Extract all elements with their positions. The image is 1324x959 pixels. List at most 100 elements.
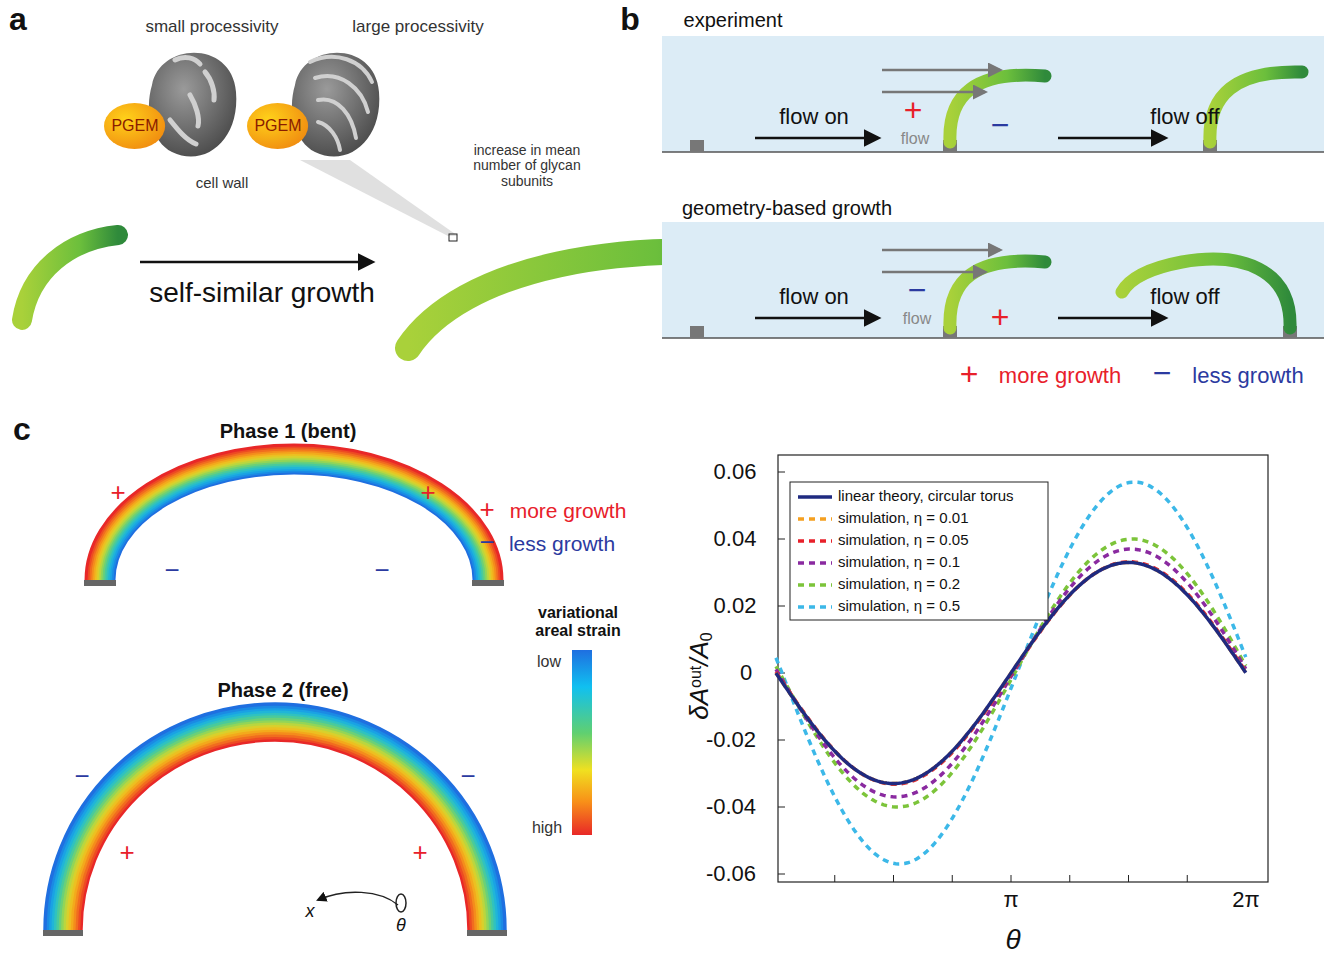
enzyme-ellipse: PGEM (103, 102, 166, 150)
strain-band (88, 447, 500, 580)
enzyme-label: PGEM (111, 117, 158, 135)
growth-arrow (140, 261, 372, 264)
figure-label: flow on (779, 285, 849, 309)
figure-label: − (1153, 356, 1172, 391)
x-tick (834, 875, 835, 882)
x-tick (893, 875, 894, 882)
figure-label: + (960, 357, 979, 392)
water (662, 36, 1324, 152)
clamp (467, 930, 507, 936)
water (662, 222, 1324, 338)
figure-label: more growth (999, 364, 1121, 388)
figure-label: 0 (740, 661, 752, 685)
figure-label: + (110, 478, 125, 507)
strain-band (92, 451, 497, 580)
legend-text: linear theory, circular torus (838, 488, 1014, 505)
strain-band (52, 711, 498, 930)
strain-band (90, 449, 499, 580)
figure-label: flow on (779, 105, 849, 129)
figure-label: x (306, 902, 315, 922)
figure-label: -0.02 (706, 728, 756, 752)
y-tick (778, 472, 785, 473)
figure-label: flow (903, 310, 931, 328)
figure-label: high (532, 819, 562, 837)
clamp (472, 580, 504, 586)
strain-band (99, 458, 489, 580)
figure-label: experiment (684, 9, 783, 31)
x-tick (1187, 875, 1188, 882)
enzyme-ellipse: PGEM (246, 102, 309, 150)
figure-label: + (904, 93, 923, 128)
figure-label: b (620, 2, 640, 37)
strain-band (95, 454, 492, 580)
x-tick (1069, 875, 1070, 882)
figure-label: − (74, 762, 89, 791)
strain-band (64, 723, 486, 930)
zoom-cone (300, 160, 458, 236)
strain-band (57, 716, 493, 930)
cell-wall-blob (292, 53, 379, 157)
legend-text: simulation, η = 0.1 (838, 554, 960, 571)
strain-band (47, 706, 502, 930)
figure-label: + (479, 495, 494, 524)
small-rod (22, 235, 118, 320)
figure-label: less growth (509, 532, 615, 555)
legend-sample (798, 517, 832, 521)
x-tick (952, 875, 953, 882)
y-axis-title: δAout/A0 (685, 632, 716, 720)
legend-sample (798, 561, 832, 565)
figure-label: 0.04 (714, 527, 757, 551)
figure-label: self-similar growth (149, 278, 375, 309)
strain-band (45, 704, 505, 930)
plot-frame (778, 455, 1268, 882)
strain-band (55, 714, 496, 930)
strain-band (50, 709, 500, 930)
figure-label: + (420, 478, 435, 507)
panel-b-art (662, 36, 1324, 338)
enzyme-label: PGEM (254, 117, 301, 135)
legend-text: simulation, η = 0.5 (838, 598, 960, 615)
figure-label: flow off (1150, 285, 1219, 309)
axis-title-part: out (687, 666, 704, 688)
figure-label: − (908, 273, 927, 308)
figure-label: 0.06 (714, 460, 757, 484)
figure-label: 0.02 (714, 594, 757, 618)
figure-label: c (13, 412, 31, 447)
figure-label: π (1003, 888, 1018, 912)
figure-label: + (991, 300, 1010, 335)
clamp (84, 580, 116, 586)
legend-text: simulation, η = 0.01 (838, 510, 969, 527)
legend-sample (798, 495, 832, 499)
clamp (43, 930, 83, 936)
zoom-box (449, 234, 457, 241)
strain-band (59, 718, 490, 930)
legend-sample (798, 583, 832, 587)
figure-label: a (9, 2, 27, 37)
cell-wall-blob (149, 53, 236, 157)
legend-text: simulation, η = 0.05 (838, 532, 969, 549)
legend-sample (798, 605, 832, 609)
figure-label: flow (901, 130, 929, 148)
y-tick (778, 539, 785, 540)
strain-band (97, 456, 491, 580)
figure-label: variational areal strain (518, 604, 638, 639)
legend-sample (798, 539, 832, 543)
figure-label: − (374, 556, 389, 585)
figure-label: − (164, 556, 179, 585)
torus-art (43, 445, 507, 936)
figure-label: low (537, 653, 561, 671)
figure-label: cell wall (196, 175, 249, 192)
figure-label: Phase 2 (free) (217, 679, 348, 701)
glycan-strands (310, 57, 372, 150)
figure-label: + (119, 838, 134, 867)
figure-label: − (460, 762, 475, 791)
strain-band (86, 445, 502, 580)
strain-band (93, 453, 494, 580)
axis-title-part: /A (684, 641, 714, 666)
figure-label: small processivity (145, 18, 278, 37)
figure-label: 2π (1232, 888, 1259, 912)
figure-label: less growth (1192, 364, 1303, 388)
figure-label: + (412, 838, 427, 867)
figure-label: geometry-based growth (682, 197, 892, 219)
